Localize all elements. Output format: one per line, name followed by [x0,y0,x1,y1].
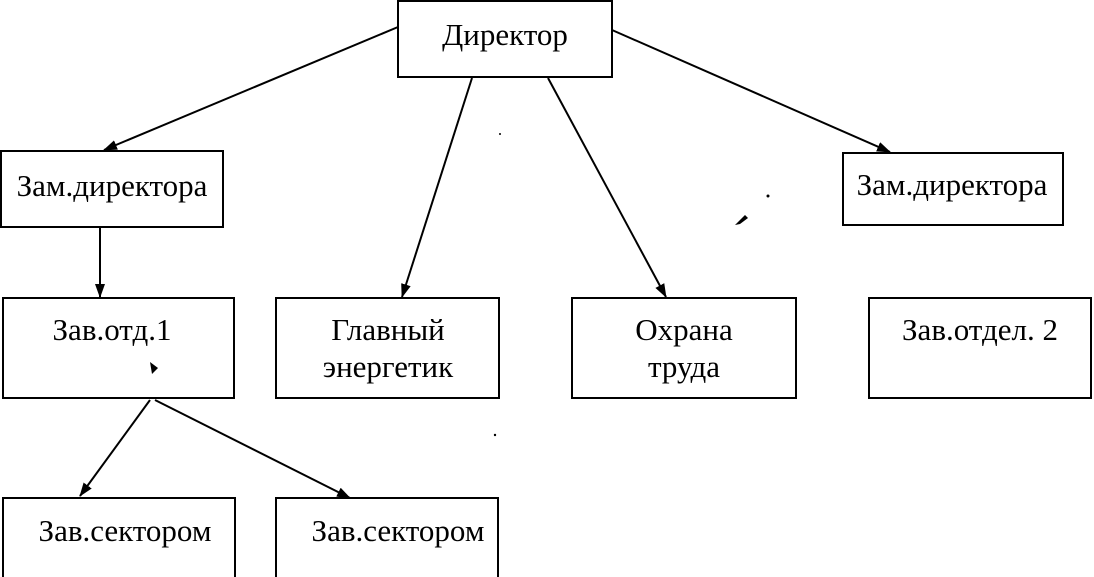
node-chief-energy-label-line1: Главный [331,312,444,347]
arrow-director-to-labor-safety [547,77,667,298]
connectors [79,26,891,499]
node-sector-head-1-label: Зав.сектором [39,513,212,548]
arrow-director-to-deputy-left [103,26,399,151]
node-sector-head-2-label: Зав.сектором [312,513,485,548]
node-dept2-head: Зав.отдел. 2 [868,297,1092,399]
arrow-dept1-to-sector-2 [154,399,351,499]
node-labor-safety: Охрана труда [571,297,797,399]
node-director-label: Директор [442,17,568,52]
node-sector-head-1: Зав.сектором [2,497,236,577]
node-deputy-right: Зам.директора [842,152,1064,226]
node-deputy-left: Зам.директора [0,150,224,228]
node-deputy-left-label: Зам.директора [17,168,208,203]
arrow-director-to-chief-energy [401,77,473,298]
node-labor-safety-label-line2: труда [648,349,720,384]
node-sector-head-2: Зав.сектором [275,497,499,577]
node-dept2-head-label: Зав.отдел. 2 [902,312,1058,347]
node-chief-energy-label-line2: энергетик [323,349,454,384]
node-dept1-head-label: Зав.отд.1 [53,312,172,347]
node-deputy-right-label: Зам.директора [857,167,1048,202]
node-chief-energy: Главный энергетик [275,297,500,399]
node-dept1-head: Зав.отд.1 [2,297,235,399]
arrow-dept1-to-sector-1 [79,399,151,497]
node-labor-safety-label-line1: Охрана [635,312,733,347]
scan-specks [493,133,770,437]
arrow-director-to-deputy-right [611,29,891,153]
stray-mark [150,362,158,374]
node-director: Директор [397,0,613,78]
